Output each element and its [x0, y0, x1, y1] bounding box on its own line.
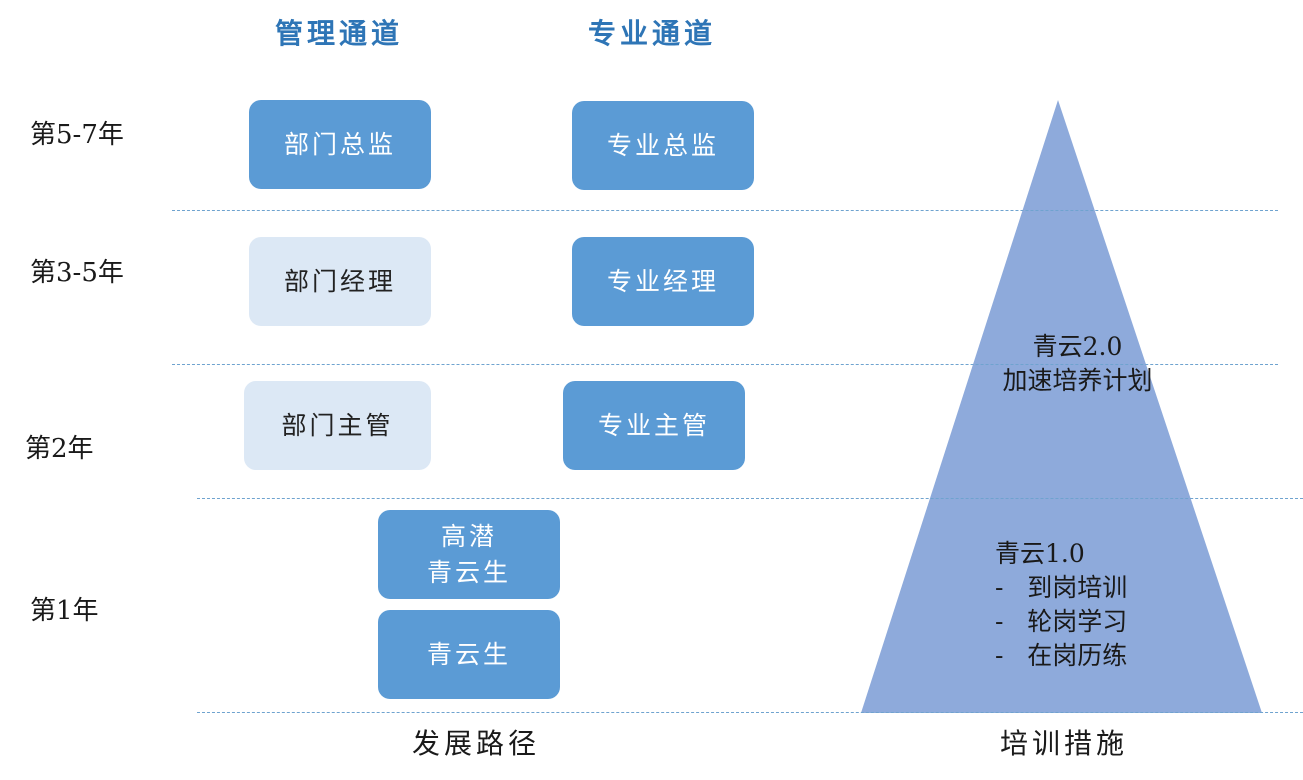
divider-line [172, 210, 1278, 211]
box-high-potential: 高潜 青云生 [378, 510, 560, 599]
divider-line [172, 364, 1278, 365]
box-professional-director: 专业总监 [572, 101, 754, 190]
box-label: 部门总监 [283, 129, 396, 159]
box-professional-manager: 专业经理 [572, 237, 754, 326]
pyramid-upper-title: 青云2.0 [1032, 332, 1123, 361]
box-label: 专业主管 [597, 410, 710, 440]
box-label: 青云生 [426, 639, 511, 669]
pyramid-upper-text: 青云2.0 加速培养计划 [990, 330, 1165, 398]
year-label-2: 第2年 [25, 434, 94, 464]
box-label-line2: 青云生 [426, 557, 511, 587]
footer-training-measures: 培训措施 [1000, 727, 1129, 760]
year-label-1: 第1年 [30, 596, 99, 626]
pyramid-lower-title: 青云1.0 [995, 539, 1085, 568]
divider-line [197, 498, 1303, 499]
management-track-title: 管理通道 [275, 17, 404, 50]
box-professional-supervisor: 专业主管 [563, 381, 745, 470]
box-label: 部门主管 [281, 410, 394, 440]
box-department-manager: 部门经理 [249, 237, 431, 326]
box-department-supervisor: 部门主管 [244, 381, 431, 470]
pyramid-lower-item: - 在岗历练 [995, 641, 1128, 670]
box-qingyun-trainee: 青云生 [378, 610, 560, 699]
pyramid-lower-item: - 轮岗学习 [995, 607, 1128, 636]
footer-development-path: 发展路径 [412, 727, 541, 760]
pyramid-shape [861, 100, 1262, 713]
year-label-3-5: 第3-5年 [30, 258, 124, 288]
divider-line [197, 712, 1303, 713]
box-label: 专业经理 [606, 266, 719, 296]
box-department-director: 部门总监 [249, 100, 431, 189]
pyramid-lower-item: - 到岗培训 [995, 573, 1128, 602]
year-label-5-7: 第5-7年 [30, 120, 124, 150]
pyramid-upper-subtitle: 加速培养计划 [1002, 366, 1153, 395]
box-label: 部门经理 [283, 266, 396, 296]
pyramid-lower-text: 青云1.0 - 到岗培训 - 轮岗学习 - 在岗历练 [995, 537, 1127, 673]
box-label-line1: 高潜 [440, 521, 497, 551]
professional-track-title: 专业通道 [588, 17, 717, 50]
box-label: 专业总监 [606, 130, 719, 160]
